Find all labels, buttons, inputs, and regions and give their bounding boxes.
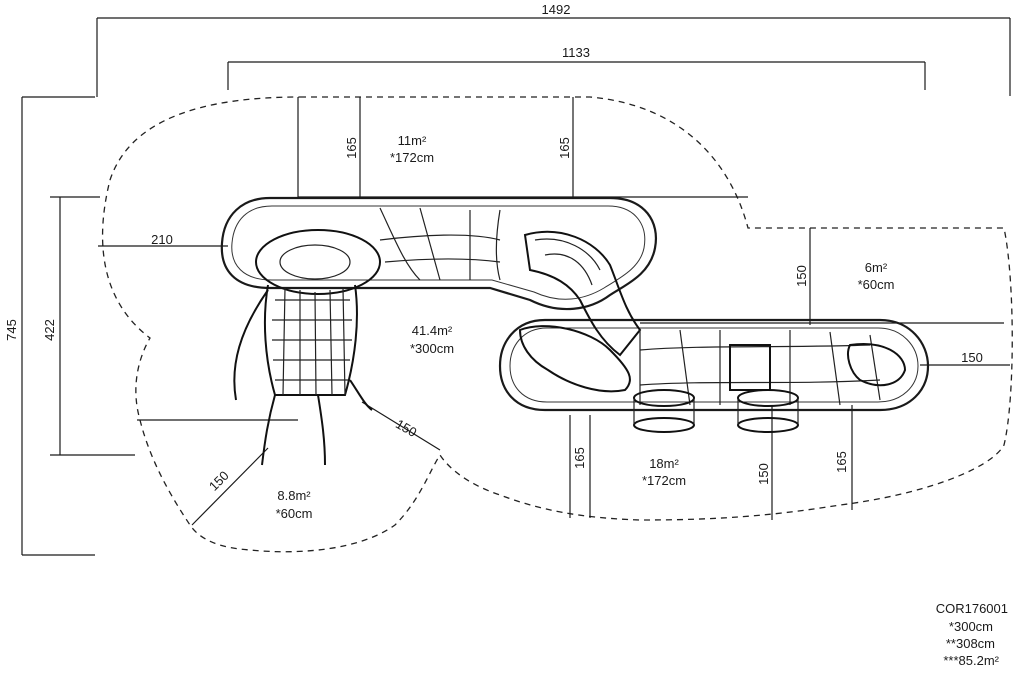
dim-frame-length-label: 1133: [562, 45, 590, 60]
dim-frame-width: 422: [42, 196, 135, 456]
dim-bottom-clearance-right-label: 165: [834, 451, 849, 473]
dim-top-clearance-left: 165: [297, 97, 361, 197]
dim-top-clearance-right: 165: [298, 97, 748, 198]
zone-top-label: 11m² *172cm: [390, 133, 434, 165]
zone-center-label: 41.4m² *300cm: [410, 323, 454, 356]
zone-center-height: *300cm: [410, 341, 454, 356]
dim-bottom-clearance-mid-label: 150: [756, 463, 771, 485]
zone-bottom-area: 18m²: [649, 456, 679, 471]
dim-total-length: 1492: [96, 2, 1011, 97]
dim-bottom-clearance-left-label: 165: [572, 447, 587, 469]
dim-diag-lower-left: 150: [137, 419, 298, 526]
dim-total-width-label: 745: [4, 319, 19, 341]
dim-bottom-clearance-right: 165: [834, 405, 853, 510]
zone-center-area: 41.4m²: [412, 323, 453, 338]
dim-frame-length: 1133: [227, 45, 926, 90]
zone-bottom-height: *172cm: [642, 473, 686, 488]
dim-total-width: 745: [4, 96, 95, 556]
dim-total-length-label: 1492: [542, 2, 571, 17]
zone-lower-left-area: 8.8m²: [277, 488, 311, 503]
zone-right-label: 6m² *60cm: [858, 260, 895, 292]
dim-top-clearance-right-label: 165: [557, 137, 572, 159]
dim-right-zone-clearance: 150: [640, 228, 1004, 325]
ground-rings: [633, 389, 799, 433]
equipment-frame: [220, 196, 930, 412]
zone-lower-left-height: *60cm: [276, 506, 313, 521]
dim-left-clearance: 210: [98, 232, 228, 247]
zone-right-area: 6m²: [865, 260, 888, 275]
dim-diag-center: 150: [361, 401, 441, 451]
dim-left-clearance-label: 210: [151, 232, 173, 247]
product-height-2: **308cm: [946, 636, 995, 651]
dim-bottom-clearance-left: 165: [569, 415, 591, 518]
safety-zone-outline: [101, 96, 1013, 553]
product-height-1: *300cm: [949, 619, 993, 634]
dim-bottom-clearance-mid: 150: [756, 405, 773, 520]
zone-top-area: 11m²: [398, 133, 427, 148]
rope-tower: [233, 229, 381, 466]
dim-right-clearance: 150: [920, 350, 1010, 366]
product-info: COR176001 *300cm **308cm ***85.2m²: [936, 601, 1008, 668]
dim-frame-width-label: 422: [42, 319, 57, 341]
slide-tube: [518, 230, 642, 393]
dim-top-clearance-left-label: 165: [344, 137, 359, 159]
dim-right-zone-clearance-label: 150: [794, 265, 809, 287]
zone-right-height: *60cm: [858, 277, 895, 292]
bottom-net: [639, 329, 907, 406]
dim-right-clearance-label: 150: [961, 350, 983, 365]
zone-top-height: *172cm: [390, 150, 434, 165]
dim-diag-lower-left-label: 150: [206, 468, 232, 494]
dim-diag-center-label: 150: [393, 416, 419, 440]
top-net: [379, 207, 501, 281]
zone-lower-left-label: 8.8m² *60cm: [276, 488, 313, 521]
product-area-total: ***85.2m²: [943, 653, 999, 668]
zone-bottom-label: 18m² *172cm: [642, 456, 686, 488]
product-code: COR176001: [936, 601, 1008, 616]
